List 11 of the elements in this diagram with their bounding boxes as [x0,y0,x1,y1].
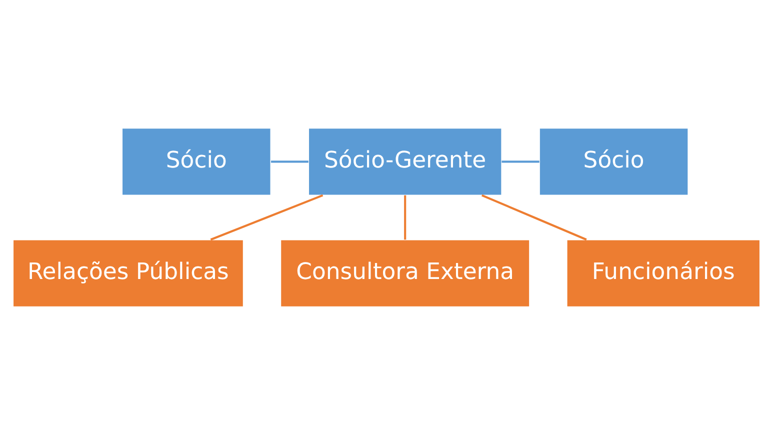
node-box: Consultora Externa [280,238,530,307]
node-box: Sócio [538,127,689,196]
connector [481,194,587,240]
connector [271,160,308,162]
connector [502,160,540,162]
node-box: Sócio [122,127,272,196]
connector [210,194,324,240]
node-box: Funcionários [566,238,760,307]
node-box: Sócio-Gerente [308,127,502,196]
node-box: Relações Públicas [12,238,244,307]
connector [404,194,406,240]
